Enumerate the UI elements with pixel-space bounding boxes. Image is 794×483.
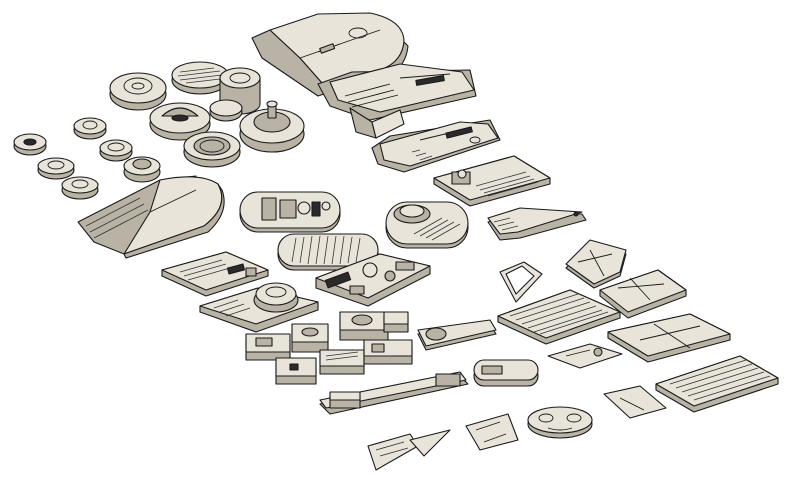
grated-oval-plate bbox=[277, 233, 379, 271]
round-buttons bbox=[13, 117, 161, 200]
small-box-greebles bbox=[245, 311, 539, 387]
long-rail-bar bbox=[319, 371, 469, 415]
ramp-bracket bbox=[487, 207, 587, 241]
sensor-dome-panel bbox=[199, 282, 319, 333]
engine-block-ribbed bbox=[317, 63, 477, 139]
triangle-frames bbox=[367, 239, 627, 471]
console-panel bbox=[161, 251, 269, 297]
gun-housing-curved bbox=[77, 175, 225, 259]
x-brace-plates bbox=[547, 269, 731, 419]
vent-grille-large bbox=[497, 289, 779, 413]
turbine-domes bbox=[109, 61, 305, 168]
hatch-oval-plate bbox=[385, 201, 469, 249]
round-hatch-disc bbox=[527, 406, 593, 439]
vent-panel-slotted bbox=[433, 155, 551, 207]
machinery-oval-plate bbox=[239, 191, 341, 233]
cockpit-nose-piece bbox=[371, 119, 501, 173]
greeble-cluster bbox=[315, 253, 431, 307]
